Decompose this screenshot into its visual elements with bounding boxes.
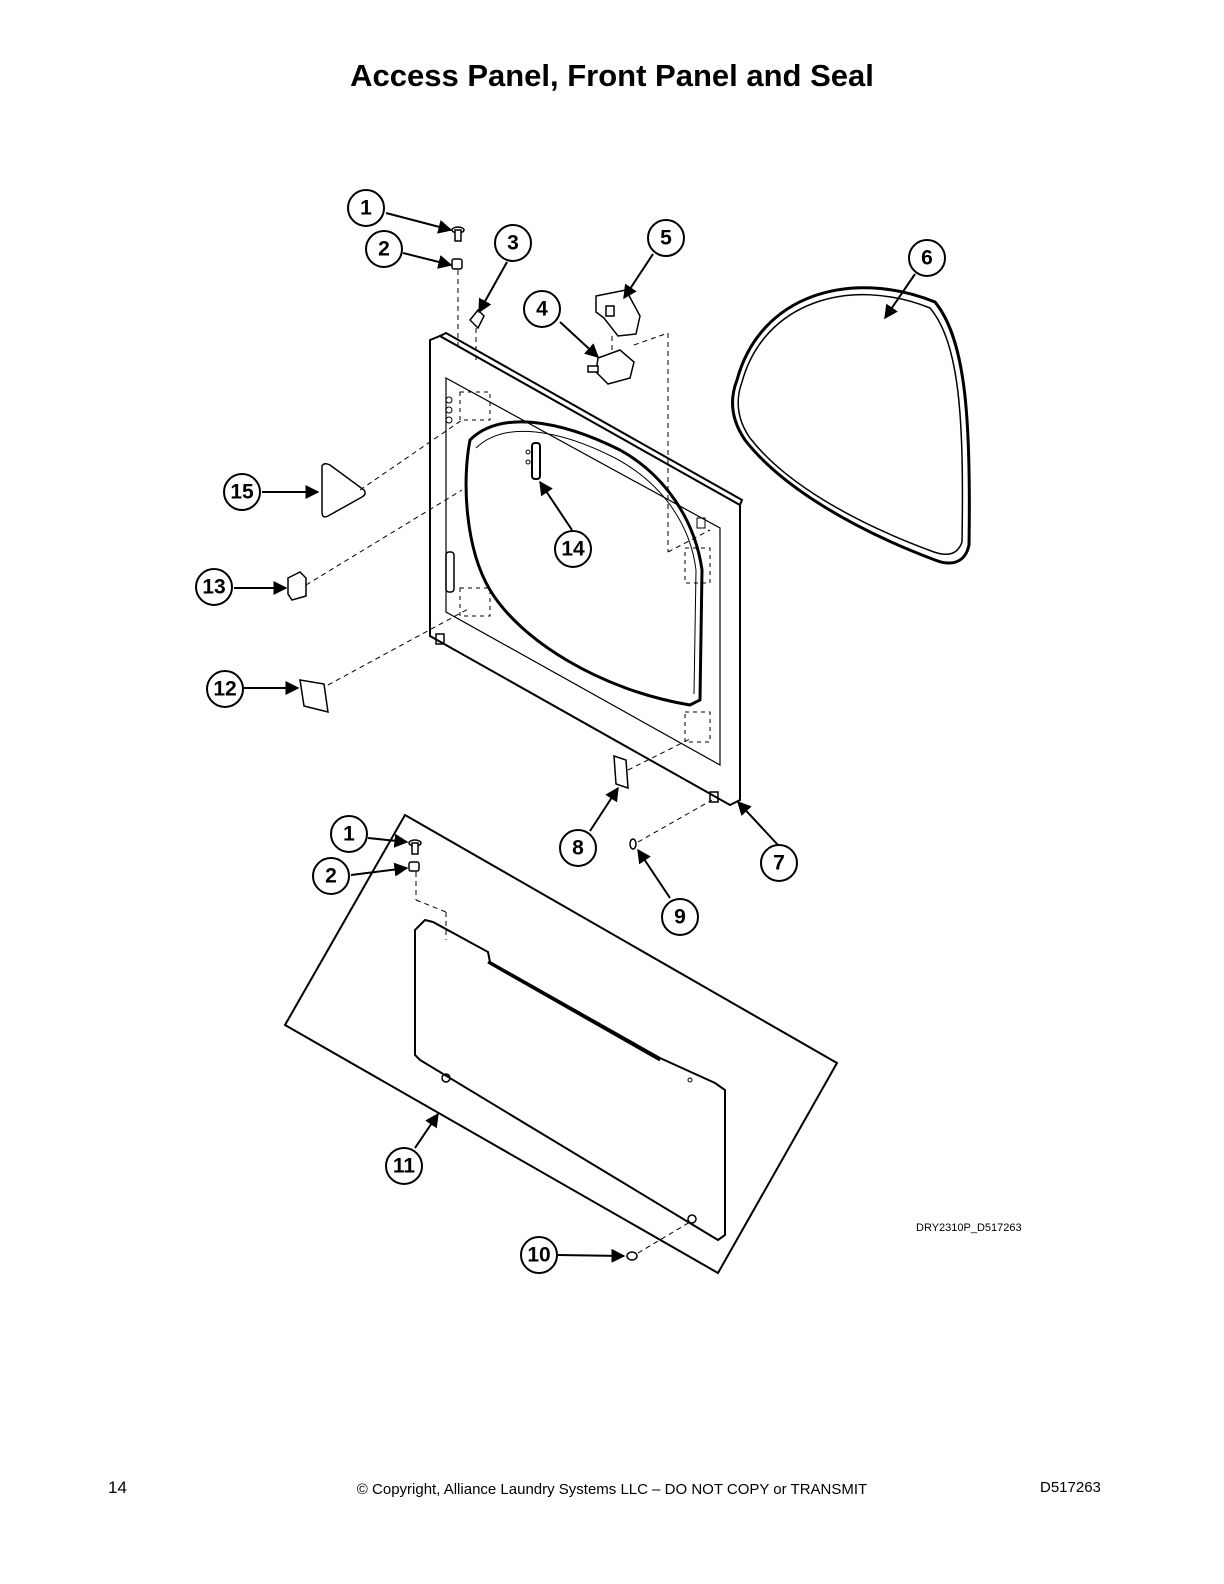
- top-spacer: [451, 258, 463, 270]
- svg-text:10: 10: [527, 1244, 550, 1267]
- callout-11: 11: [385, 1147, 423, 1185]
- svg-text:7: 7: [773, 852, 785, 875]
- svg-text:6: 6: [921, 247, 933, 270]
- svg-text:2: 2: [325, 865, 337, 888]
- triangle-part: [321, 462, 366, 518]
- callout-3: 3: [494, 224, 532, 262]
- callout-12: 12: [206, 670, 244, 708]
- svg-text:14: 14: [561, 538, 585, 561]
- callout-2-top: 2: [365, 230, 403, 268]
- svg-text:15: 15: [230, 481, 254, 504]
- svg-text:1: 1: [360, 197, 372, 220]
- svg-text:12: 12: [213, 678, 236, 701]
- callout-2-bottom: 2: [312, 857, 350, 895]
- page-number: 14: [108, 1478, 127, 1497]
- small-screw: [629, 838, 637, 850]
- callout-8: 8: [559, 829, 597, 867]
- svg-text:1: 1: [343, 823, 355, 846]
- page-title: Access Panel, Front Panel and Seal: [350, 58, 874, 93]
- switch-part: [587, 349, 635, 385]
- callout-9: 9: [661, 898, 699, 936]
- callout-10: 10: [520, 1236, 558, 1274]
- svg-text:13: 13: [202, 576, 225, 599]
- svg-text:8: 8: [572, 837, 584, 860]
- access-panel-outline: [283, 813, 839, 1275]
- access-panel: [414, 918, 726, 1242]
- panel-screw: [408, 839, 422, 855]
- callout-4: 4: [523, 290, 561, 328]
- callout-7: 7: [760, 844, 798, 882]
- plug-part: [287, 571, 307, 601]
- callout-13: 13: [195, 568, 233, 606]
- callout-6: 6: [908, 239, 946, 277]
- label-part-bottom: [613, 754, 629, 790]
- copyright-notice: © Copyright, Alliance Laundry Systems LL…: [356, 1481, 868, 1498]
- leader-lines: [234, 212, 916, 1263]
- document-number: D517263: [1040, 1479, 1101, 1496]
- svg-text:2: 2: [378, 238, 390, 261]
- svg-text:9: 9: [674, 906, 686, 929]
- svg-text:3: 3: [507, 232, 519, 255]
- svg-text:11: 11: [393, 1155, 416, 1178]
- callout-1-bottom: 1: [330, 815, 368, 853]
- svg-text:4: 4: [536, 298, 548, 321]
- label-part-left: [299, 679, 329, 713]
- bracket-part: [595, 289, 641, 337]
- callout-5: 5: [647, 219, 685, 257]
- seal: [731, 286, 971, 565]
- callout-14: 14: [554, 530, 592, 568]
- drawing-reference: DRY2310P_D517263: [916, 1222, 1022, 1234]
- callout-1-top: 1: [347, 189, 385, 227]
- assembly-lines: [305, 270, 713, 1254]
- callout-15: 15: [223, 473, 261, 511]
- front-panel: [429, 331, 744, 807]
- clip-part: [468, 308, 485, 330]
- bottom-screw: [626, 1251, 638, 1261]
- top-screw: [451, 226, 465, 242]
- svg-text:5: 5: [660, 227, 672, 250]
- panel-spacer: [408, 861, 420, 872]
